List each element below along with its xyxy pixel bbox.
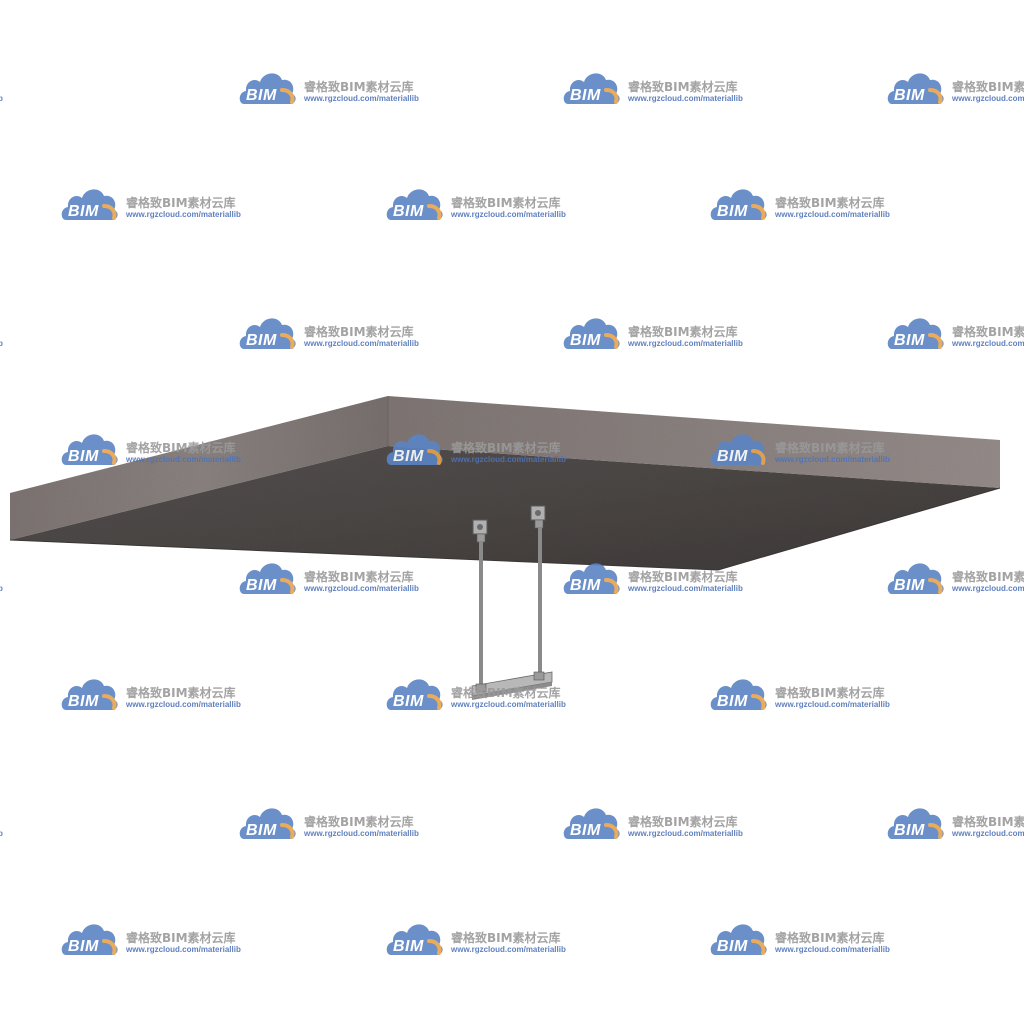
slab-underside — [10, 446, 1000, 570]
ceiling-hanger — [471, 505, 553, 700]
slab-left-face — [10, 396, 388, 540]
slab-right-face — [388, 396, 1000, 488]
left-threaded-rod — [479, 542, 483, 692]
right-threaded-rod — [538, 528, 542, 680]
concrete-slab — [9, 396, 1001, 571]
right-anchor — [530, 505, 546, 529]
strut-channel — [471, 671, 553, 700]
